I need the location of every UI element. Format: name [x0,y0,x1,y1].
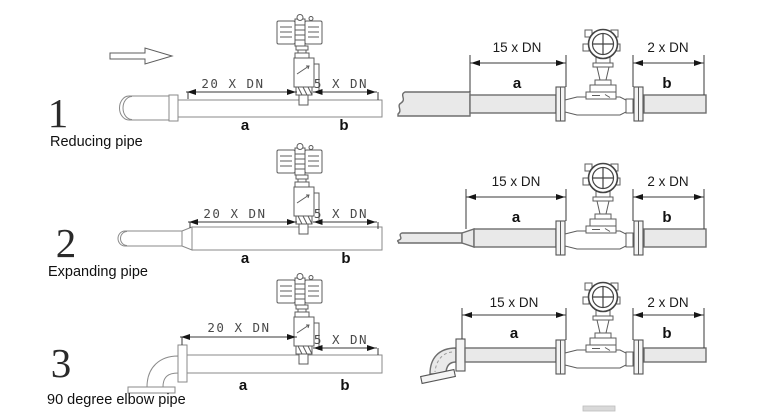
downstream-dim-line [313,91,379,100]
flow-direction-arrow-icon [109,47,174,65]
section-label-b: b [339,117,348,134]
pipe-upstream-large [119,95,171,121]
case-caption: Reducing pipe [50,134,143,150]
elbow-pipe [146,355,179,388]
upstream-dim-line [461,308,567,340]
section-label-b: b [340,377,349,394]
upstream-dim-line [188,221,297,228]
downstream-dim-label: 2 x DN [647,40,688,55]
row3-right-diagram: 15 x DN a 2 x DN b [419,281,707,385]
downstream-dim-line [632,308,705,348]
section-label-a: a [239,377,248,394]
elbow-base-flange [127,386,176,394]
upstream-dim-line [469,55,567,92]
upstream-dim-label: 15 x DN [490,295,539,310]
upstream-dim-line [186,91,297,99]
downstream-dim-label: 5 X DN [314,76,368,91]
inline-flowmeter [555,28,644,122]
case-number: 1 [48,90,69,136]
pipe-main [191,226,383,251]
expander-taper [181,226,193,251]
elbow-flange [455,338,466,372]
case-number: 2 [56,220,77,266]
cut-off-next-figure [582,405,616,412]
downstream-dim-label: 5 X DN [314,332,368,347]
row1-left-diagram: 20 X DN 5 X DN a b 1 Reducing pipe [48,14,383,150]
expander-taper [461,228,475,248]
pipe-downstream [643,94,707,114]
section-label-a: a [241,117,250,134]
downstream-dim-line [313,347,379,355]
pipe-downstream [643,228,707,248]
row2-left-diagram: 20 X DN 5 X DN a b 2 Expanding pipe [48,143,383,280]
reducer-collar [168,94,179,122]
insertion-flowmeter [276,273,323,365]
section-label-a: a [512,209,521,226]
section-label-a: a [510,325,519,342]
elbow-flange [177,344,188,383]
section-label-b: b [662,325,671,342]
row1-right-diagram: 15 x DN a 2 x DN b [397,28,707,122]
inline-flowmeter [555,281,644,375]
upstream-dim-label: 20 X DN [201,76,264,91]
inline-flowmeter [555,162,644,256]
elbow-hidden-line [434,351,453,373]
pipe-main-upstream [473,228,557,248]
pipe-upstream-large [397,91,471,117]
pipe-main [177,99,383,118]
section-label-a: a [241,250,250,267]
case-caption: Expanding pipe [48,264,148,280]
downstream-dim-line [313,221,379,229]
pipe-main-upstream [469,94,557,114]
row3-left-diagram: 20 X DN 5 X DN a b 3 90 degree elbow pip… [47,273,383,408]
pipe-main-upstream [464,347,557,363]
downstream-dim-line [632,189,705,229]
section-label-b: b [341,250,350,267]
section-label-b: b [662,75,671,92]
upstream-dim-label: 15 x DN [492,174,541,189]
elbow-base-flange [419,368,457,385]
downstream-dim-label: 5 X DN [314,206,368,221]
pipe-end-cap [122,96,133,120]
upstream-dim-line [180,336,297,345]
pipe-upstream-small [396,232,463,244]
row2-right-diagram: 15 x DN a 2 x DN b [396,162,707,256]
section-label-a: a [513,75,522,92]
pipe-downstream [643,347,707,363]
downstream-dim-label: 2 x DN [647,174,688,189]
pipe-upstream-small [117,230,183,247]
downstream-dim-label: 2 x DN [647,295,688,310]
upstream-dim-label: 20 X DN [207,320,270,335]
pipe-main [186,354,383,374]
case-number: 3 [51,340,72,386]
upstream-dim-label: 15 x DN [493,40,542,55]
downstream-dim-line [632,55,705,95]
pipe-end-cap [120,231,128,246]
upstream-dim-line [465,189,567,229]
section-label-b: b [662,209,671,226]
upstream-dim-label: 20 X DN [203,206,266,221]
case-caption: 90 degree elbow pipe [47,392,186,408]
